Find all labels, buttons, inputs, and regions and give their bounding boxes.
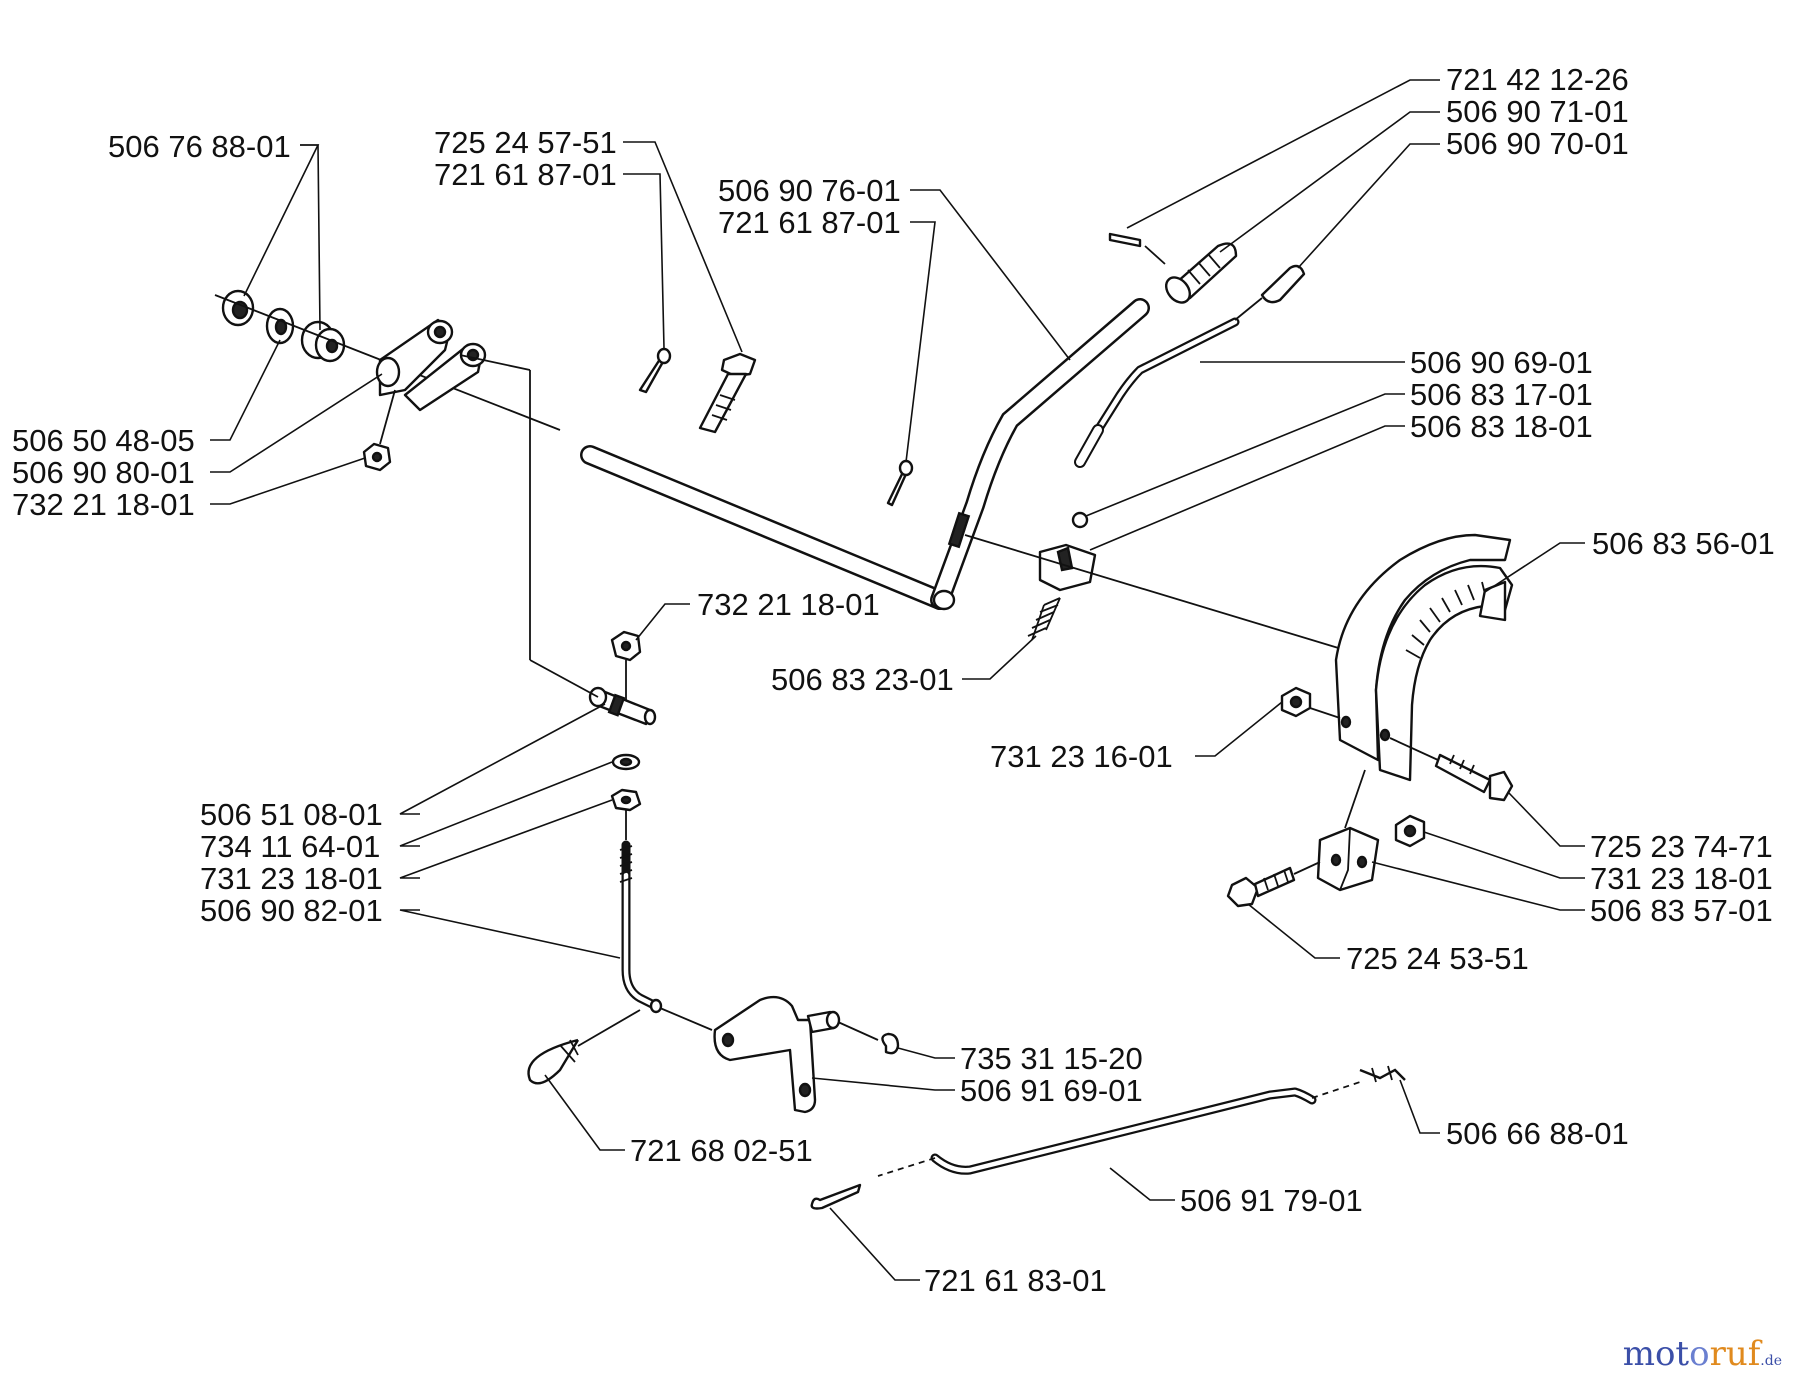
watermark-text: mot <box>1622 1334 1690 1374</box>
grip-spring-part <box>1164 242 1238 304</box>
part-label: 732 21 18-01 <box>697 587 880 622</box>
part-label: 732 21 18-01 <box>12 487 195 522</box>
part-label: 731 23 16-01 <box>990 739 1173 774</box>
part-label: 506 90 82-01 <box>200 893 383 928</box>
part-label: 506 76 88-01 <box>108 129 291 164</box>
leader-lines <box>210 79 1585 1281</box>
part-label: 506 91 69-01 <box>960 1073 1143 1108</box>
part-label: 506 83 23-01 <box>771 662 954 697</box>
washer-part <box>265 307 295 345</box>
part-label: 721 68 02-51 <box>630 1133 813 1168</box>
pin-part <box>1108 232 1142 248</box>
part-label: 506 50 48-05 <box>12 423 195 458</box>
part-label: 506 83 18-01 <box>1410 409 1593 444</box>
part-label: 725 24 57-51 <box>434 125 617 160</box>
e-clip-part <box>881 1032 900 1055</box>
hairpin-clip-part <box>527 1038 580 1085</box>
part-labels: 721 42 12-26 506 90 71-01 506 90 70-01 5… <box>12 62 1775 1298</box>
bolt-part <box>698 352 757 434</box>
main-shaft <box>580 298 1150 611</box>
bolt-part <box>1226 866 1296 908</box>
part-label: 506 90 69-01 <box>1410 345 1593 380</box>
bell-crank-part <box>713 995 841 1114</box>
part-label: 506 90 70-01 <box>1446 126 1629 161</box>
part-label: 506 83 57-01 <box>1590 893 1773 928</box>
nut-part <box>610 630 642 662</box>
part-label: 721 61 83-01 <box>924 1263 1107 1298</box>
cotter-pin-part <box>810 1183 862 1210</box>
pawl-block-part <box>1038 543 1097 592</box>
part-label: 506 90 80-01 <box>12 455 195 490</box>
nut-part <box>1394 814 1426 848</box>
bracket-part <box>375 318 487 412</box>
watermark-text: o <box>1689 1334 1710 1374</box>
spring-clip-part <box>1359 1065 1406 1083</box>
nut-part <box>610 788 642 812</box>
bolt-part <box>1434 753 1514 802</box>
part-label: 721 42 12-26 <box>1446 62 1629 97</box>
part-label: 506 91 79-01 <box>1180 1183 1363 1218</box>
link-rod-part <box>619 840 663 1014</box>
cotter-pin-part <box>886 459 914 507</box>
control-rod-part <box>930 1087 1317 1175</box>
nut-part <box>1280 686 1312 718</box>
part-label: 506 83 56-01 <box>1592 526 1775 561</box>
part-label: 506 90 71-01 <box>1446 94 1629 129</box>
part-label: 734 11 64-01 <box>200 829 380 864</box>
part-label: 506 83 17-01 <box>1410 377 1593 412</box>
part-label: 506 90 76-01 <box>718 173 901 208</box>
pawl-pin-part <box>1071 511 1089 529</box>
part-label: 506 66 88-01 <box>1446 1116 1629 1151</box>
spacer-part <box>300 320 346 363</box>
part-label: 721 61 87-01 <box>434 157 617 192</box>
bushing-part <box>221 289 255 327</box>
spring-part <box>1027 597 1061 641</box>
watermark-suffix: .de <box>1760 1353 1782 1369</box>
part-label: 735 31 15-20 <box>960 1041 1143 1076</box>
watermark-text: ruf <box>1709 1334 1761 1374</box>
part-label: 506 51 08-01 <box>200 797 383 832</box>
watermark-logo: motoruf.de <box>1623 1334 1782 1374</box>
part-label: 731 23 18-01 <box>200 861 383 896</box>
cotter-pin-part <box>638 347 672 394</box>
part-label: 721 61 87-01 <box>718 205 901 240</box>
pivot-pin-part <box>588 686 657 726</box>
part-label: 725 23 74-71 <box>1590 829 1773 864</box>
part-label: 725 24 53-51 <box>1346 941 1529 976</box>
clamp-block-part <box>1316 826 1380 892</box>
washer-part <box>611 753 641 771</box>
ratchet-sector-part <box>1334 533 1514 782</box>
part-label: 731 23 18-01 <box>1590 861 1773 896</box>
release-rod-part <box>1074 264 1306 468</box>
nut-part <box>362 442 392 472</box>
